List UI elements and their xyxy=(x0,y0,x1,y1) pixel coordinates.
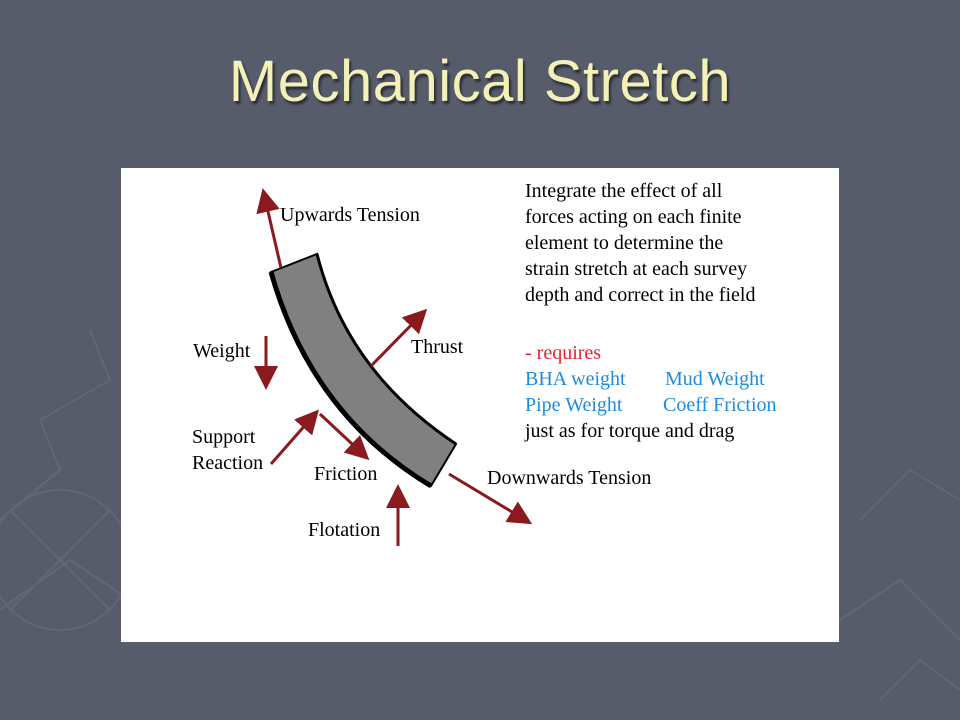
support-label: Support xyxy=(192,426,256,448)
diagram-panel: Upwards Tension Weight Thrust Support Re… xyxy=(121,168,839,642)
thrust-label: Thrust xyxy=(411,336,464,358)
note-line-5: depth and correct in the field xyxy=(525,284,756,306)
support-reaction-arrow xyxy=(269,409,319,465)
flotation-label: Flotation xyxy=(308,519,381,541)
note-last-line: just as for torque and drag xyxy=(525,420,735,442)
upwards-tension-label: Upwards Tension xyxy=(280,204,420,226)
force-diagram xyxy=(254,188,533,546)
friction-label: Friction xyxy=(314,463,378,485)
note-line-1: Integrate the effect of all xyxy=(525,180,723,202)
slide-title: Mechanical Stretch xyxy=(228,49,732,114)
pipe-weight-label: Pipe Weight xyxy=(525,394,623,416)
upwards-tension-arrow xyxy=(256,188,283,269)
pipe-outer-edge xyxy=(268,271,433,489)
mud-weight-label: Mud Weight xyxy=(665,368,765,390)
downwards-tension-arrow xyxy=(448,472,533,525)
coeff-friction-label: Coeff Friction xyxy=(663,394,777,416)
bha-weight-label: BHA weight xyxy=(525,368,626,390)
note-line-2: forces acting on each finite xyxy=(525,206,742,228)
requires-label: - requires xyxy=(525,342,602,364)
pipe-inner-edge xyxy=(315,253,457,446)
note-line-4: strain stretch at each survey xyxy=(525,258,748,280)
thrust-arrow xyxy=(369,308,428,368)
pipe-element xyxy=(269,252,458,488)
downwards-tension-label: Downwards Tension xyxy=(487,467,652,489)
friction-arrow xyxy=(318,412,370,461)
reaction-label: Reaction xyxy=(192,452,264,474)
weight-label: Weight xyxy=(193,340,251,362)
note-line-3: element to determine the xyxy=(525,232,724,254)
